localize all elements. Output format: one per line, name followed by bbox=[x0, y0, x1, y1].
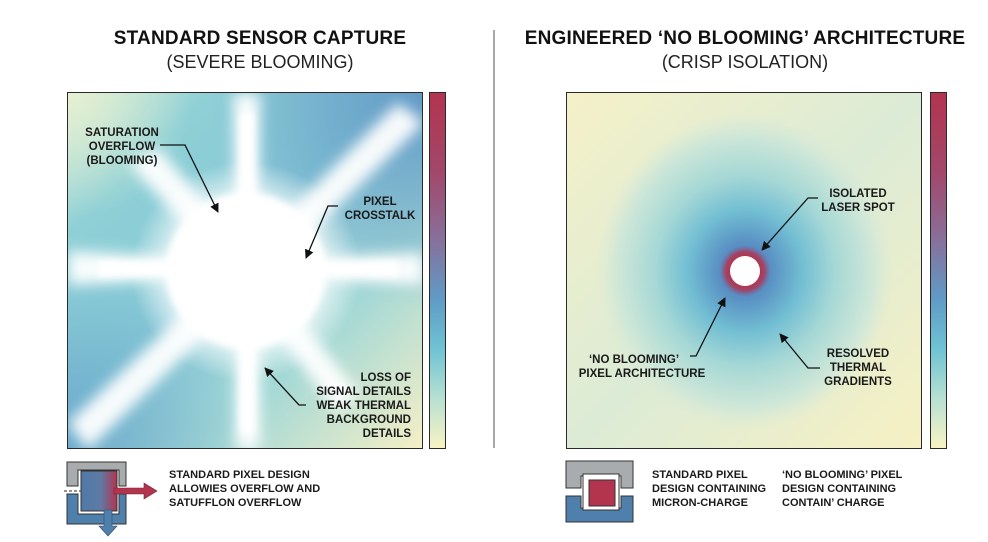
annotation-line: SIGNAL DETAILS bbox=[316, 386, 411, 398]
legend-standard-overflow-text: STANDARD PIXEL DESIGN ALLOWIES OVERFLOW … bbox=[169, 468, 320, 510]
legend-line: DESIGN CONTAINING bbox=[782, 483, 897, 495]
annotation-line: (BLOOMING) bbox=[86, 155, 158, 167]
right-colorbar bbox=[930, 92, 947, 449]
annotation-line: THERMAL bbox=[829, 362, 887, 374]
annotation-line: LOSS OF bbox=[360, 372, 411, 384]
annotation-line: PIXEL bbox=[363, 196, 397, 208]
overflowing-pixel-icon bbox=[64, 461, 158, 537]
annotation-isolated-laser-spot: ISOLATED LASER SPOT bbox=[820, 187, 896, 215]
annotation-line: PIXEL ARCHITECTURE bbox=[578, 368, 706, 380]
annotation-line: RESOLVED bbox=[826, 348, 890, 360]
legend-standard-contained-text: STANDARD PIXEL DESIGN CONTAINING MICRON-… bbox=[652, 468, 766, 510]
right-panel-title: ENGINEERED ‘NO BLOOMING’ ARCHITECTURE bbox=[524, 28, 966, 49]
legend-line: ALLOWIES OVERFLOW AND bbox=[169, 483, 321, 495]
left-panel-subtitle: (SEVERE BLOOMING) bbox=[166, 52, 354, 72]
panel-divider bbox=[493, 30, 495, 448]
annotation-loss-of-signal: LOSS OF SIGNAL DETAILS WEAK THERMAL BACK… bbox=[300, 371, 411, 441]
annotation-line: GRADIENTS bbox=[824, 376, 892, 388]
legend-line: ‘NO BLOOMING’ PIXEL bbox=[782, 469, 903, 481]
annotation-line: WEAK THERMAL bbox=[316, 400, 411, 412]
legend-line: STANDARD PIXEL bbox=[652, 469, 748, 481]
legend-line: MICRON-CHARGE bbox=[652, 497, 748, 509]
left-panel-title: STANDARD SENSOR CAPTURE bbox=[113, 28, 407, 49]
annotation-line: ‘NO BLOOMING’ bbox=[588, 354, 680, 366]
annotation-line: DETAILS bbox=[362, 428, 411, 440]
annotation-line: LASER SPOT bbox=[821, 202, 895, 214]
legend-line: CONTAIN’ CHARGE bbox=[782, 497, 885, 509]
annotation-line: ISOLATED bbox=[829, 188, 887, 200]
no-blooming-sensor-image bbox=[566, 92, 922, 449]
annotation-line: CROSSTALK bbox=[344, 210, 416, 222]
legend-line: DESIGN CONTAINING bbox=[652, 483, 767, 495]
annotation-saturation-overflow: SATURATION OVERFLOW (BLOOMING) bbox=[84, 126, 160, 168]
left-colorbar bbox=[429, 92, 446, 449]
annotation-line: BACKGROUND bbox=[326, 414, 411, 426]
laser-spot-core bbox=[730, 256, 760, 286]
legend-no-blooming-text: ‘NO BLOOMING’ PIXEL DESIGN CONTAINING CO… bbox=[782, 468, 902, 510]
blooming-sensor-image bbox=[67, 92, 423, 449]
annotation-no-blooming-architecture: ‘NO BLOOMING’ PIXEL ARCHITECTURE bbox=[578, 353, 706, 381]
annotation-resolved-thermal-gradients: RESOLVED THERMAL GRADIENTS bbox=[818, 347, 898, 389]
annotation-line: OVERFLOW bbox=[88, 141, 156, 153]
legend-line: SATUFFLON OVERFLOW bbox=[169, 497, 302, 509]
legend-line: STANDARD PIXEL DESIGN bbox=[169, 469, 310, 481]
annotation-line: SATURATION bbox=[85, 127, 159, 139]
right-panel-subtitle: (CRISP ISOLATION) bbox=[661, 52, 829, 72]
contained-pixel-icon bbox=[565, 460, 634, 523]
annotation-pixel-crosstalk: PIXEL CROSSTALK bbox=[342, 195, 418, 223]
